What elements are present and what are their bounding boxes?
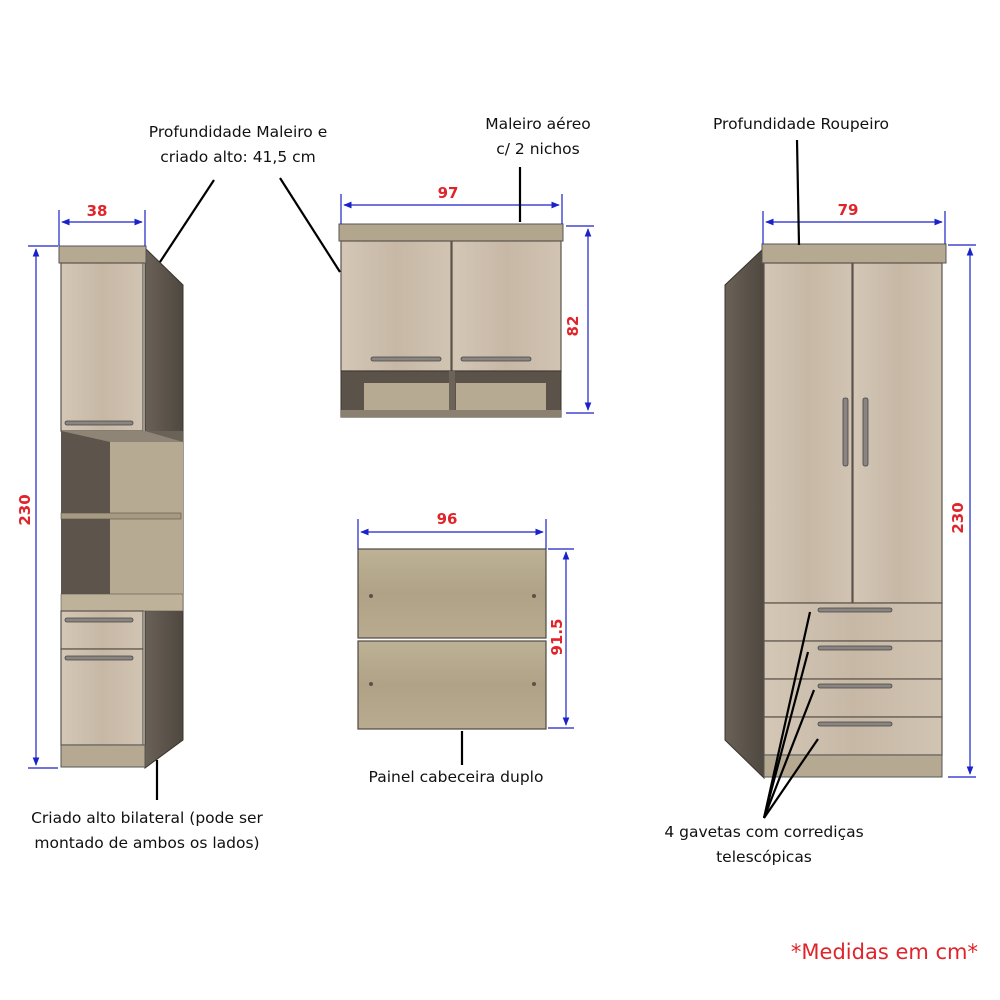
maleiro-line1: Maleiro aéreo (485, 115, 591, 133)
units-note: *Medidas em cm* (790, 940, 978, 964)
criado-label: Criado alto bilateral (pode ser montado … (14, 806, 280, 856)
gavetas-label: 4 gavetas com corrediças telescópicas (650, 820, 878, 870)
maleiro-height-dim: 82 (564, 316, 582, 337)
maleiro-width-dim: 97 (438, 184, 459, 202)
maleiro-aereo (338, 223, 564, 418)
criado-height-dim: 230 (16, 494, 34, 525)
gavetas-line1: 4 gavetas com corrediças (664, 823, 864, 841)
depth-maleiro-line2: criado alto: 41,5 cm (160, 148, 316, 166)
roupeiro-width-dim: 79 (838, 201, 859, 219)
criado-alto (58, 245, 184, 769)
maleiro-line2: c/ 2 nichos (496, 140, 580, 158)
roupeiro-height-dim: 230 (949, 502, 967, 533)
depth-maleiro-label: Profundidade Maleiro e criado alto: 41,5… (132, 120, 344, 170)
callout-lines (155, 139, 819, 819)
criado-line2: montado de ambos os lados) (34, 834, 260, 852)
depth-roupeiro-label: Profundidade Roupeiro (712, 115, 890, 133)
criado-line1: Criado alto bilateral (pode ser (31, 809, 263, 827)
maleiro-label: Maleiro aéreo c/ 2 nichos (468, 112, 608, 162)
depth-maleiro-line1: Profundidade Maleiro e (148, 123, 328, 141)
painel-height-dim: 91.5 (548, 618, 566, 655)
dimension-lines (28, 194, 976, 778)
criado-width-dim: 38 (87, 202, 108, 220)
painel-label: Painel cabeceira duplo (368, 768, 544, 786)
painel-width-dim: 96 (437, 510, 458, 528)
roupeiro (724, 243, 947, 780)
gavetas-line2: telescópicas (716, 848, 812, 866)
painel-cabeceira (357, 548, 547, 730)
